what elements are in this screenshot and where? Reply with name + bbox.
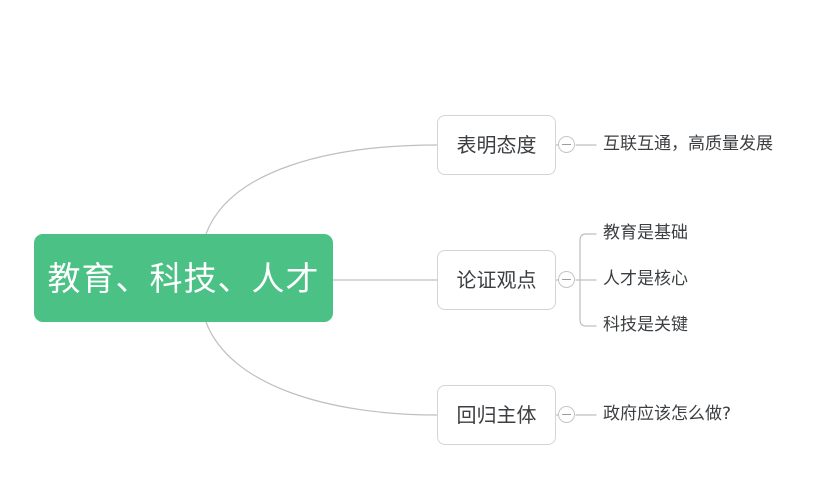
branch-node-2-label: 回归主体 — [456, 403, 537, 427]
minus-circle-icon[interactable] — [558, 136, 575, 153]
leaf-node-1-0[interactable]: 教育是基础 — [603, 223, 688, 243]
root-node-label: 教育、科技、人才 — [47, 258, 320, 298]
branch-node-1-label: 论证观点 — [456, 268, 537, 292]
branch-node-1[interactable]: 论证观点 — [437, 250, 556, 310]
leaf-node-1-1[interactable]: 人才是核心 — [603, 269, 688, 289]
branch-node-2[interactable]: 回归主体 — [437, 385, 556, 445]
branch-node-0[interactable]: 表明态度 — [437, 115, 556, 175]
minus-circle-icon[interactable] — [558, 271, 575, 288]
minus-circle-icon[interactable] — [558, 406, 575, 423]
leaf-node-2-0[interactable]: 政府应该怎么做? — [603, 404, 732, 424]
leaf-node-1-2[interactable]: 科技是关键 — [603, 315, 688, 335]
root-node[interactable]: 教育、科技、人才 — [34, 234, 333, 322]
branch-node-0-label: 表明态度 — [456, 133, 537, 157]
leaf-node-0-0[interactable]: 互联互通，高质量发展 — [603, 134, 773, 154]
